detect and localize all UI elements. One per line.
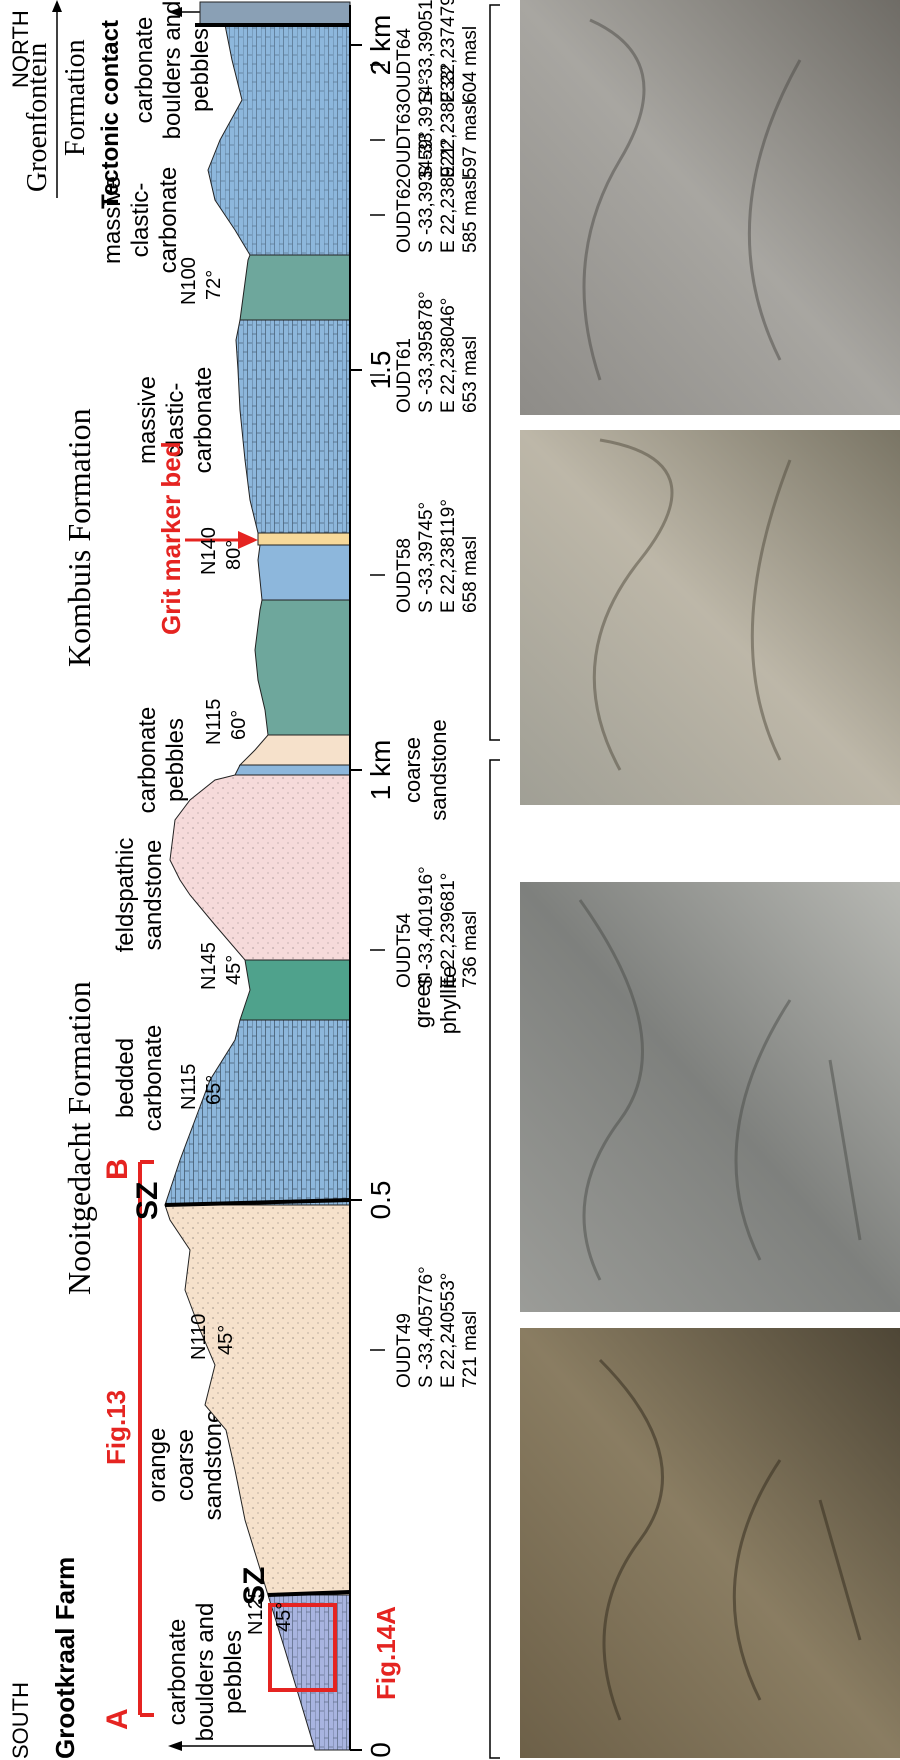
unit-bedded-carbonate: beddedcarbonate <box>112 1025 167 1132</box>
sample-oudt58: OUDT58S -33,39745°E 22,238119°658 masl <box>394 499 481 613</box>
unit-carbonate-kombuis-3-hatch <box>208 25 350 255</box>
dip-3: 65° <box>203 1075 225 1105</box>
coarse-sandstone-label: coarsesandstone <box>400 719 451 821</box>
dip-1: 45° <box>273 1602 295 1632</box>
formation-kombuis: Kombuis Formation <box>61 408 97 667</box>
grit-marker-bed <box>258 533 350 545</box>
fig-ref-a: A <box>101 1708 134 1730</box>
unit-teal-band <box>240 255 350 320</box>
unit-carbonate-kombuis-2-hatch <box>236 320 350 533</box>
unit-feldspathic-sandstone: feldspathicsandstone <box>112 838 167 953</box>
unit-feldspathic-sandstone-dots <box>170 775 350 960</box>
unit-carbonate-pebbles: carbonatepebbles <box>134 707 189 814</box>
fig13-label: Fig.13 <box>101 1390 131 1465</box>
strike-7: N100 <box>178 257 200 305</box>
photo-bracket-left <box>490 760 500 1758</box>
strike-1: N125 <box>245 1587 267 1635</box>
formation-groenfontein-2: Formation <box>60 39 91 156</box>
scale-tick-0-5: 0.5 <box>365 1181 396 1220</box>
dip-2: 45° <box>215 1325 237 1355</box>
strike-2: N110 <box>188 1314 210 1360</box>
formation-nooitgedacht: Nooitgedacht Formation <box>61 981 97 1295</box>
unit-carbonate-boulders-1: carbonateboulders andpebbles <box>164 1603 247 1742</box>
formation-groenfontein-1: Groenfontein <box>22 43 53 192</box>
scale-tick-0: 0 <box>365 1742 396 1758</box>
photo-bracket-right <box>490 5 500 740</box>
shear-zone-label-2: SZ <box>131 1182 164 1220</box>
scale-tick-1-5: 1.5 <box>365 351 396 390</box>
scale-ticks: 0 0.5 1 km 1.5 2 km <box>350 15 396 1758</box>
unit-bedded-carbonate-hatch <box>165 1020 350 1205</box>
unit-green-phyllite-profile <box>240 960 350 1020</box>
scale-tick-2km: 2 km <box>365 15 396 76</box>
unit-carbonate-kombuis-1 <box>258 545 350 600</box>
outcrop-photo-4 <box>520 0 900 415</box>
unit-carbonate-thin <box>235 765 350 775</box>
farm-name: Grootkraal Farm <box>50 1557 80 1759</box>
strike-5: N115 <box>203 699 225 745</box>
dip-5: 60° <box>228 710 250 740</box>
fig-ref-b: B <box>101 1158 134 1180</box>
direction-south: SOUTH <box>8 1682 33 1759</box>
photo-panels <box>520 0 900 1758</box>
unit-orange-sandstone-dots <box>165 1205 350 1595</box>
sample-oudt61: OUDT61S -33,395878°E 22,238046°653 masl <box>394 291 481 413</box>
fig14a-label: Fig.14A <box>371 1606 401 1700</box>
strike-4: N145 <box>198 942 220 990</box>
outcrop-photo-2 <box>520 882 900 1312</box>
grit-marker-label: Grit marker bed <box>156 441 186 635</box>
outcrop-photo-1 <box>520 1328 900 1758</box>
sample-oudt49: OUDT49S -33,405776°E 22,240553°721 masl <box>394 1266 481 1388</box>
left-arrow-icon <box>168 1741 182 1751</box>
outcrop-photo-3 <box>520 430 900 805</box>
dip-4: 45° <box>223 955 245 985</box>
unit-orange-sandstone: orangecoarsesandstone <box>144 1410 227 1521</box>
strike-3: N115 <box>178 1064 200 1110</box>
tectonic-contact-label: Tectonic contact <box>97 20 124 209</box>
sample-oudt54: OUDT54S -33,401916°E 22,239681°736 masl <box>394 866 481 988</box>
dip-7: 72° <box>203 270 225 300</box>
sample-oudt64: OUDT64S -33,390513°E 22,237479°604 masl <box>394 0 481 103</box>
strike-6: N140 <box>198 527 220 575</box>
scale-tick-1km: 1 km <box>365 740 396 801</box>
dip-6: 80° <box>223 540 245 570</box>
arrow-head-icon <box>52 0 62 12</box>
unit-phyllite-profile <box>255 600 350 735</box>
unit-groenfontein <box>200 2 350 25</box>
unit-coarse-sandstone-profile <box>240 735 350 765</box>
